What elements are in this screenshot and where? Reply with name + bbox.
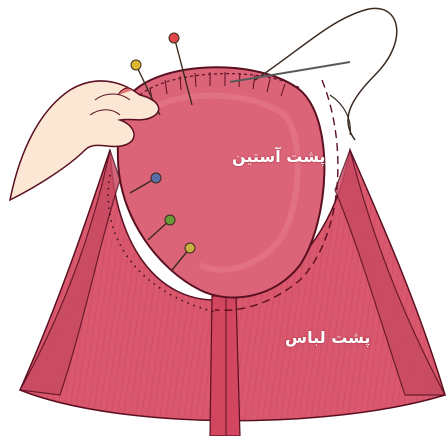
sleeve-back-label: پشت آستین (232, 147, 325, 166)
garment-back-label: پشت لباس (285, 328, 370, 347)
thread-tail (330, 95, 350, 135)
center-back-placket (210, 296, 240, 436)
